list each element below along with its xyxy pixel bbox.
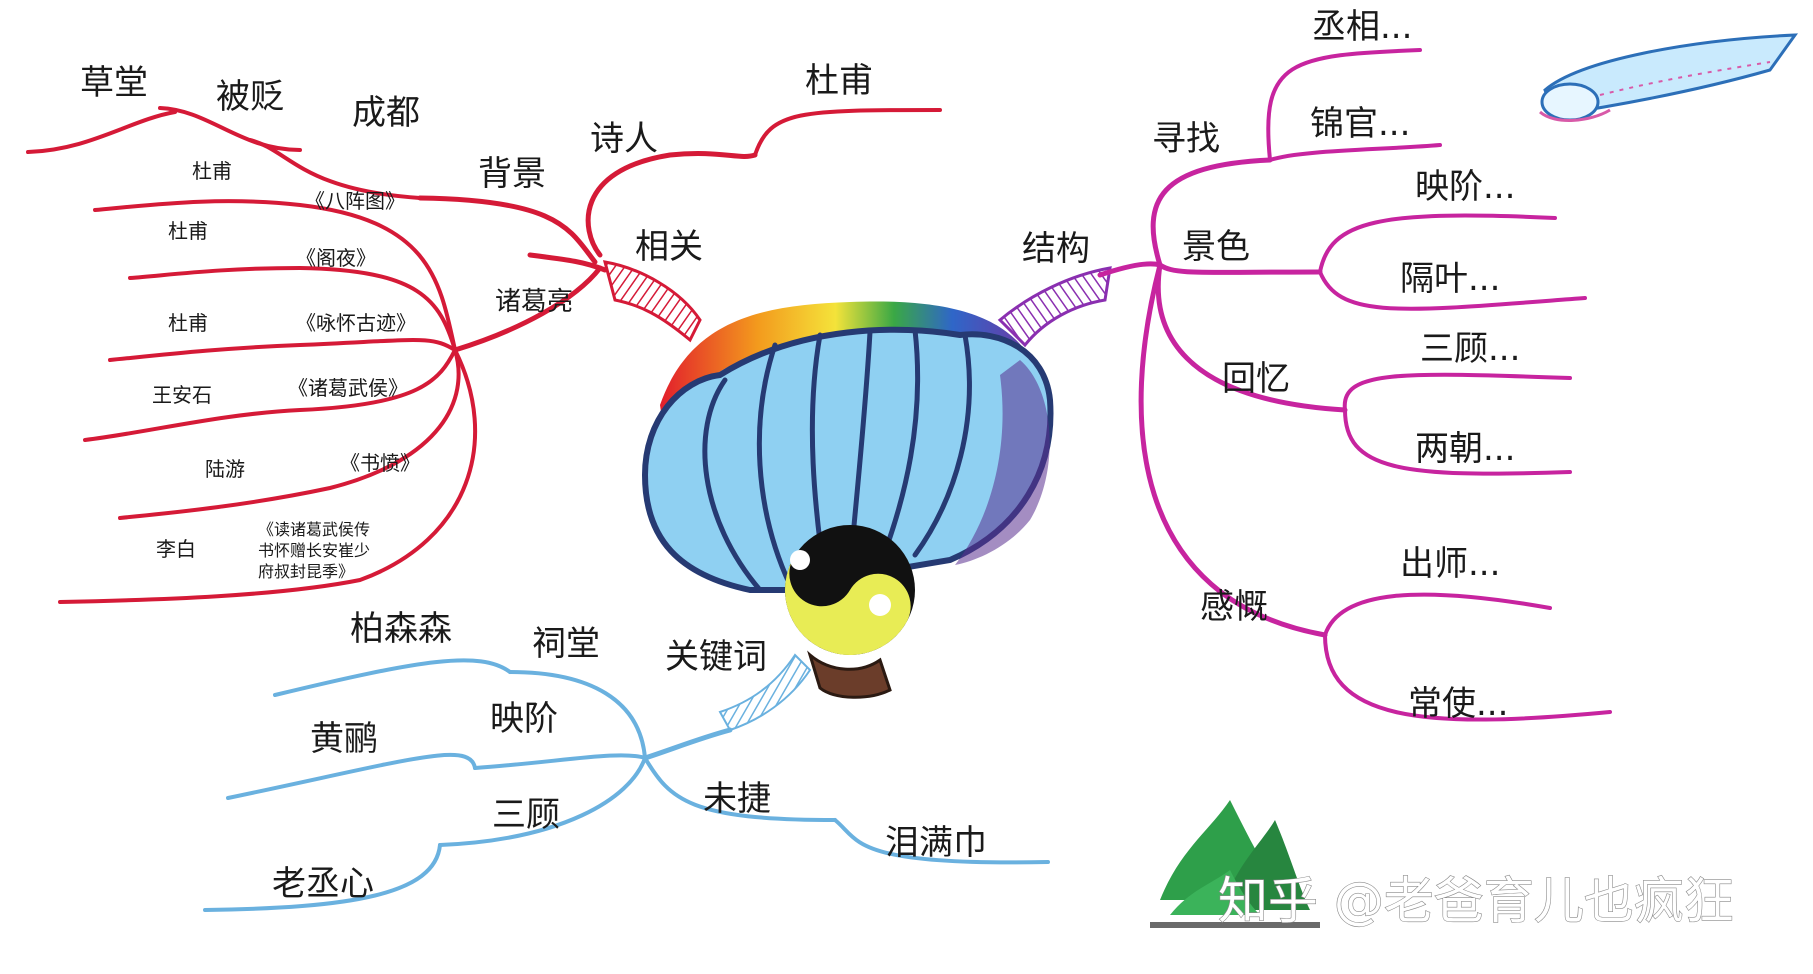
scroll-doodle-icon [1539, 33, 1799, 122]
work-title-5: 《书愤》 [340, 451, 420, 475]
structure-branch: 结构 寻找 丞相... 锦官... 景色 映阶... 隔叶... 回忆 三顾..… [997, 7, 1612, 724]
visits-branch [438, 756, 647, 847]
background-item-2: 被贬 [216, 77, 284, 117]
scenery-leaf-2: 隔叶... [1400, 259, 1500, 299]
structure-root-connector [997, 266, 1112, 348]
sentiment-branch [1138, 262, 1328, 638]
poet-branch [585, 151, 758, 258]
scenery-branch [1157, 262, 1323, 275]
sentiment-leaf-2: 常使... [1408, 684, 1508, 724]
background-item-branch-3 [26, 110, 177, 154]
keywords-label: 关键词 [665, 637, 767, 677]
find-branch [1150, 157, 1273, 268]
sentiment-leaf-1: 出师... [1400, 544, 1500, 584]
unaccomplished-branch [643, 756, 837, 822]
zhuge-work-2 [128, 266, 457, 352]
structure-trunk [1097, 261, 1163, 278]
visits-leaf: 老丞心 [272, 864, 374, 904]
find-leaf-2: 锦官... [1310, 104, 1410, 144]
zhuge-work-3 [108, 338, 457, 362]
background-item-branch-2 [158, 106, 302, 152]
watermark: 知乎 @老爸育儿也疯狂 [1218, 872, 1734, 930]
zhuge-label: 诸葛亮 [495, 287, 573, 317]
unaccomplished-label: 未捷 [703, 779, 771, 819]
scenery-leaf-branch-1 [1318, 213, 1557, 274]
unaccomplished-leaf: 泪满巾 [885, 823, 987, 863]
poet-name: 杜甫 [805, 61, 873, 101]
unaccomplished-leaf-branch [833, 818, 1050, 865]
work-title-6-line-2: 书怀赠长安崔少 [258, 541, 370, 560]
zhuge-work-4 [83, 348, 457, 442]
balloon-basket [807, 650, 892, 699]
memory-leaf-branch-2 [1343, 408, 1572, 476]
find-leaf-1: 丞相... [1312, 7, 1412, 47]
zhuge-branch [452, 265, 603, 353]
steps-branch [473, 753, 647, 770]
work-title-2: 《阁夜》 [296, 246, 376, 270]
related-root-connector [602, 260, 702, 343]
shrine-leaf-branch [273, 658, 512, 697]
background-label: 背景 [478, 154, 546, 194]
visits-label: 三顾 [492, 795, 560, 835]
related-label: 相关 [635, 227, 703, 267]
steps-label: 映阶 [490, 699, 558, 739]
zhuge-work-6 [58, 348, 478, 604]
work-title-6-line-1: 《读诸葛武侯传 [258, 520, 370, 539]
scenery-leaf-1: 映阶... [1415, 167, 1515, 207]
background-branch [417, 195, 598, 265]
work-author-1: 杜甫 [192, 159, 232, 183]
find-leaf-branch-2 [1268, 143, 1442, 162]
memory-leaf-1: 三顾... [1420, 329, 1520, 369]
sentiment-label: 感慨 [1200, 587, 1268, 627]
work-title-6-line-3: 府叔封昆季》 [258, 562, 354, 581]
zhuge-work-5 [118, 348, 461, 520]
shrine-label: 祠堂 [532, 624, 600, 664]
poet-label: 诗人 [590, 119, 658, 159]
background-item-1: 成都 [352, 93, 420, 133]
keywords-root-connector [718, 653, 812, 732]
work-title-3: 《咏怀古迹》 [296, 311, 416, 335]
work-author-5: 陆游 [205, 457, 245, 481]
visits-leaf-branch [203, 843, 442, 912]
shrine-leaf: 柏森森 [350, 609, 452, 649]
related-branch: 相关 诗人 杜甫 背景 成都 被贬 草堂 诸葛亮 杜甫 《八阵图》 杜甫 《阁夜… [26, 61, 942, 604]
memory-leaf-2: 两朝... [1415, 429, 1515, 469]
work-author-6: 李白 [156, 537, 196, 561]
memory-branch [1155, 262, 1348, 413]
work-author-2: 杜甫 [168, 219, 208, 243]
yin-yang-icon [785, 525, 915, 655]
scenery-leaf-branch-2 [1318, 270, 1587, 311]
balloon-shade [955, 360, 1050, 565]
work-title-4: 《诸葛武侯》 [288, 376, 408, 400]
structure-label: 结构 [1022, 229, 1090, 269]
scenery-label: 景色 [1182, 227, 1250, 267]
zhuge-work-1 [93, 199, 457, 352]
work-title-1: 《八阵图》 [305, 189, 405, 213]
sentiment-leaf-branch-2 [1323, 633, 1612, 722]
work-author-4: 王安石 [152, 383, 212, 407]
work-author-3: 杜甫 [168, 311, 208, 335]
steps-leaf: 黄鹂 [310, 719, 378, 759]
keywords-trunk [642, 727, 733, 761]
find-leaf-branch-1 [1266, 48, 1422, 162]
memory-leaf-branch-1 [1342, 372, 1572, 412]
sentiment-leaf-branch-1 [1323, 592, 1552, 637]
keywords-branch: 关键词 祠堂 柏森森 映阶 黄鹂 三顾 老丞心 未捷 泪满巾 [203, 609, 1050, 912]
steps-leaf-branch [226, 752, 477, 800]
tree-doodle-icon [1150, 800, 1320, 928]
shrine-branch [508, 670, 647, 760]
hot-air-balloon-icon [641, 301, 1054, 699]
background-item-3: 草堂 [80, 63, 148, 103]
poet-name-branch [753, 108, 942, 157]
memory-label: 回忆 [1222, 359, 1290, 399]
find-label: 寻找 [1152, 119, 1220, 159]
